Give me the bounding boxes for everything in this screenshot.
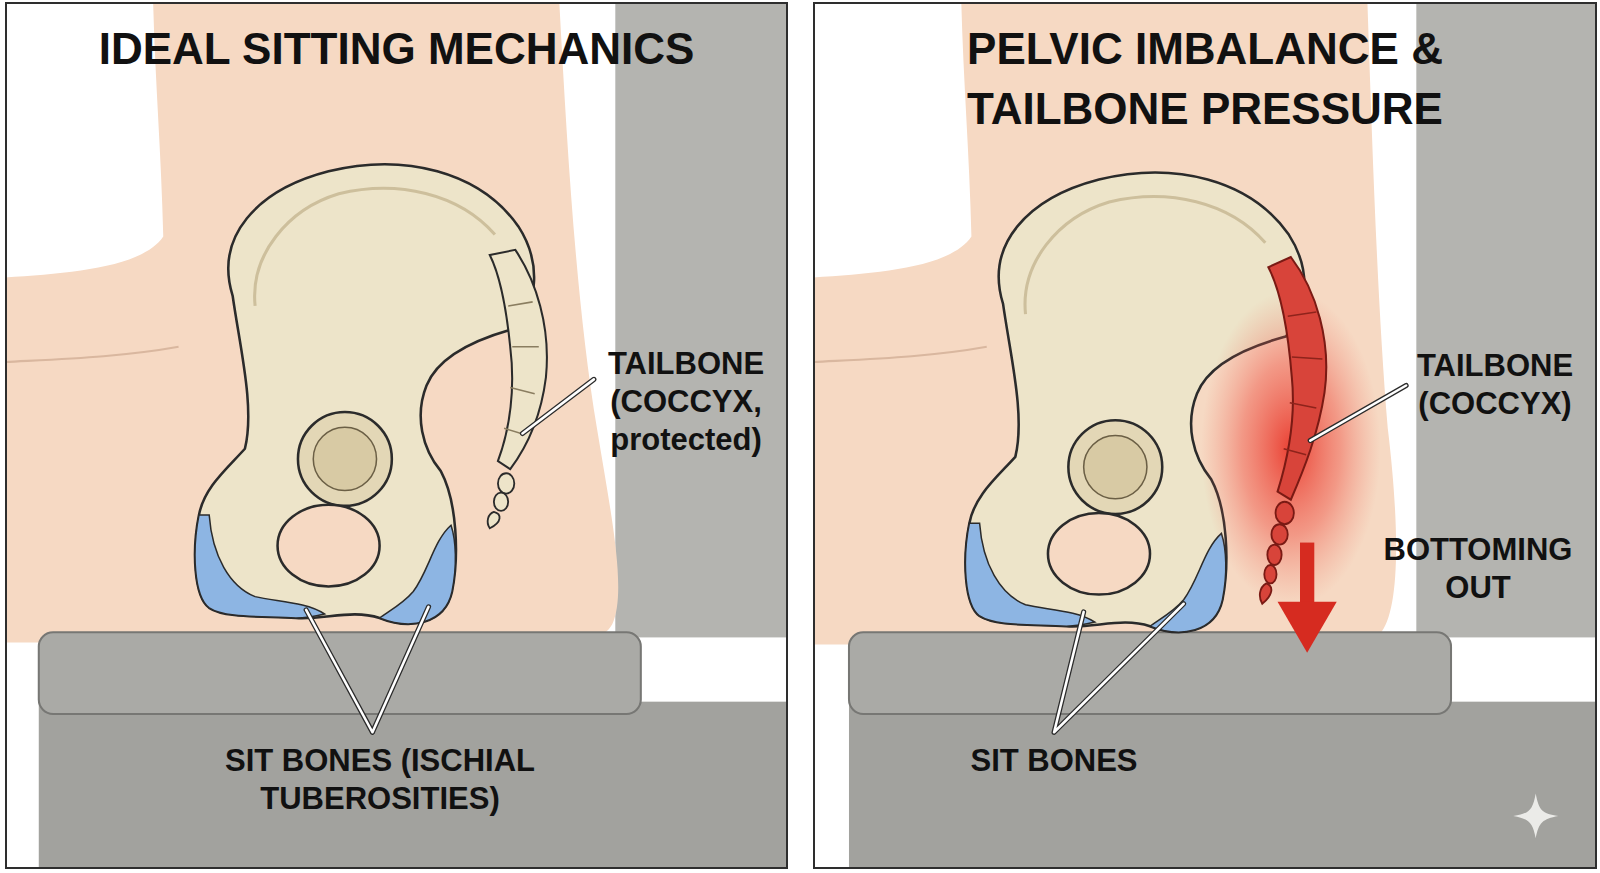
leader-line: [1310, 386, 1406, 441]
callout-label: TAILBONE (COCCYX): [1404, 347, 1586, 423]
label-box: TAILBONE (COCCYX, protected): [595, 345, 777, 459]
backrest: [615, 2, 787, 637]
callout-label: TAILBONE (COCCYX, protected): [595, 345, 777, 459]
leader-line: [522, 379, 593, 433]
thigh-crease: [813, 347, 986, 362]
leader-line: [522, 379, 593, 433]
leader-line: [1054, 604, 1184, 733]
sacrum: [490, 250, 547, 469]
leader-line: [306, 607, 428, 732]
thigh-crease: [5, 347, 178, 362]
left-scene: [5, 2, 788, 869]
callout-label: SIT BONES (ISCHIAL TUBEROSITIES): [170, 742, 590, 818]
coccyx-segment: [498, 473, 514, 493]
watermark-star: [1513, 793, 1558, 838]
pressure-arrow-head: [1278, 602, 1337, 653]
callout-label: SIT BONES: [939, 742, 1169, 780]
coccyx-segment: [494, 493, 508, 511]
label-box: SIT BONES (ISCHIAL TUBEROSITIES): [170, 742, 590, 818]
seat-base: [39, 702, 788, 869]
callout-label: BOTTOMING OUT: [1376, 531, 1581, 607]
leader-lines: [1054, 386, 1406, 733]
coccyx-segment: [1264, 565, 1276, 583]
pelvis: [195, 164, 534, 623]
panel-title: PELVIC IMBALANCE & TAILBONE PRESSURE: [945, 19, 1465, 139]
sacrum-segments: [1284, 312, 1323, 455]
body: [5, 2, 618, 642]
leader-lines: [306, 379, 594, 732]
leader-line: [1310, 386, 1406, 441]
coccyx-segment: [1271, 524, 1287, 544]
coccyx-segment: [1276, 502, 1294, 524]
label-box: SIT BONES: [939, 742, 1169, 780]
pressure-arrow-shaft: [1300, 543, 1314, 606]
sacrum-segments: [504, 302, 539, 435]
coccyx-segment: [1267, 545, 1281, 565]
coccyx-tip: [1260, 583, 1272, 603]
coccyx-tip: [488, 512, 500, 528]
label-box: TAILBONE (COCCYX): [1404, 347, 1586, 423]
panel-title: IDEAL SITTING MECHANICS: [17, 19, 777, 79]
right-scene: [813, 2, 1597, 869]
sacrum: [1268, 257, 1326, 500]
leader-line: [1054, 604, 1184, 733]
leader-line: [306, 607, 428, 732]
panel-frame: PELVIC IMBALANCE & TAILBONE PRESSURE: [813, 2, 1597, 869]
label-box: BOTTOMING OUT: [1376, 531, 1581, 607]
seat-cushion: [849, 632, 1451, 714]
seat-base: [849, 702, 1597, 869]
